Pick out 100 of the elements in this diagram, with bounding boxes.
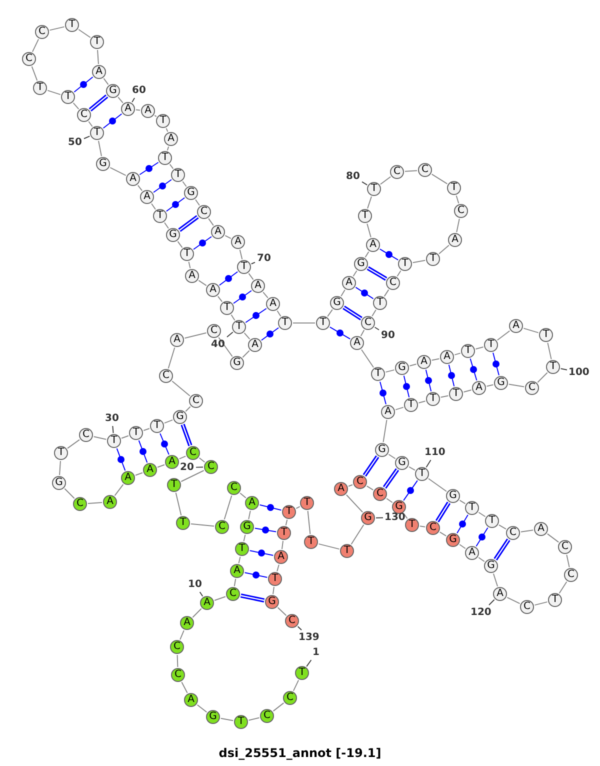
nucleotide-circle: T <box>447 181 461 195</box>
nucleotide-circle: C <box>204 460 218 474</box>
nucleotide-circle: G <box>184 186 198 200</box>
nucleotide-circle: A <box>417 355 431 369</box>
base-pair-line <box>74 76 94 92</box>
nucleotide-circle: A <box>350 336 364 350</box>
base-pair-line <box>233 290 252 304</box>
backbone-line <box>224 235 232 239</box>
base-pair-line <box>476 527 488 547</box>
nucleotide-circle: T <box>295 666 309 680</box>
backbone-line <box>180 470 204 482</box>
nucleotide-circle: A <box>448 233 462 247</box>
nucleotide-circle: A <box>200 596 214 610</box>
backbone-line <box>72 102 80 110</box>
nucleotide-circle: A <box>126 172 140 186</box>
backbone-line <box>566 554 570 568</box>
nucleotide-circle: G <box>361 511 375 525</box>
nucleotide-circle: A <box>180 616 194 630</box>
base-pair-line <box>116 448 126 472</box>
nucleotide-circle: A <box>170 333 184 347</box>
leader-line <box>376 517 384 518</box>
nucleotide-circle: A <box>381 405 395 419</box>
nucleotide-circle: T <box>539 328 553 342</box>
base-pair-line <box>470 358 478 381</box>
backbone-line <box>220 718 234 722</box>
nucleotide-circle: A <box>342 276 356 290</box>
nucleotide-circle: G <box>206 710 220 724</box>
nucleotide-circle: T <box>156 114 170 128</box>
base-pair-line <box>425 369 432 392</box>
leader-line <box>297 626 302 630</box>
backbone-line <box>350 524 364 545</box>
backbone-line <box>404 170 418 172</box>
nucleotide-circle: C <box>426 521 440 535</box>
base-pair-line <box>379 248 399 260</box>
backbone-line <box>492 573 498 587</box>
nucleotide-circle: T <box>158 151 172 165</box>
backbone-line <box>248 510 251 520</box>
backbone-line <box>169 164 174 170</box>
base-pair-line <box>160 432 170 456</box>
nucleotide-circle: C <box>283 691 297 705</box>
backbone-line <box>208 218 214 226</box>
nucleotide-circle: T <box>358 209 372 223</box>
backbone-line <box>276 564 280 572</box>
backbone-line <box>32 38 40 52</box>
backbone-line <box>382 419 388 443</box>
nucleotide-circle: C <box>373 487 387 501</box>
nucleotide-circle: T <box>129 426 143 440</box>
nucleotide-circle: T <box>367 182 381 196</box>
nucleotide-circle: C <box>525 381 539 395</box>
backbone-line <box>262 292 268 298</box>
nucleotide-circle: C <box>558 540 572 554</box>
nucleotide-circle: T <box>90 126 104 140</box>
backbone-line <box>198 457 206 463</box>
backbone-line <box>196 704 208 713</box>
backbone-line <box>307 510 311 535</box>
backbone-line <box>234 578 236 587</box>
backbone-line <box>182 180 187 188</box>
nucleotide-circle: C <box>35 25 49 39</box>
nucleotide-circle: T <box>426 252 440 266</box>
nucleotide-circle: A <box>185 269 199 283</box>
backbone-line <box>31 66 38 82</box>
backbone-line <box>114 484 124 496</box>
nucleotide-circle: G <box>96 157 110 171</box>
backbone-line <box>243 534 246 542</box>
nucleotide-circle: A <box>465 546 479 560</box>
nucleotide-circle: T <box>426 392 440 406</box>
position-number: 110 <box>424 446 446 458</box>
nucleotide-circle: T <box>277 526 291 540</box>
base-pair-line <box>342 306 362 320</box>
backbone-line <box>248 272 254 280</box>
nucleotide-circle: T <box>90 35 104 49</box>
base-pair-line <box>218 271 238 286</box>
backbone-line <box>478 557 485 562</box>
base-pair-line <box>166 197 186 212</box>
backbone-line <box>459 500 466 504</box>
nucleotide-circle: C <box>361 316 375 330</box>
leader-line <box>226 332 234 338</box>
backbone-line <box>242 350 250 358</box>
nucleotide-circle: C <box>418 163 432 177</box>
backbone-line <box>184 332 207 339</box>
nucleotide-circle: T <box>484 338 498 352</box>
backbone-line <box>176 654 178 668</box>
base-pair-line <box>380 381 386 405</box>
nucleotide-circle: G <box>240 520 254 534</box>
nucleotide-circle: T <box>33 81 47 95</box>
base-pair-line <box>494 538 510 560</box>
backbone-line <box>195 199 200 206</box>
nucleotide-circle: C <box>226 587 240 601</box>
position-number: 100 <box>568 366 590 378</box>
nucleotide-circle: T <box>405 518 419 532</box>
nucleotide-circle: G <box>446 533 460 547</box>
backbone-line <box>456 218 460 233</box>
backbone-line <box>154 114 157 118</box>
leader-line <box>374 326 380 330</box>
backbone-line <box>157 464 165 468</box>
leader-line <box>84 136 90 140</box>
nucleotide-circle: A <box>121 102 135 116</box>
backbone-line <box>456 195 460 204</box>
backbone-line <box>78 29 91 38</box>
leader-line <box>132 98 136 103</box>
